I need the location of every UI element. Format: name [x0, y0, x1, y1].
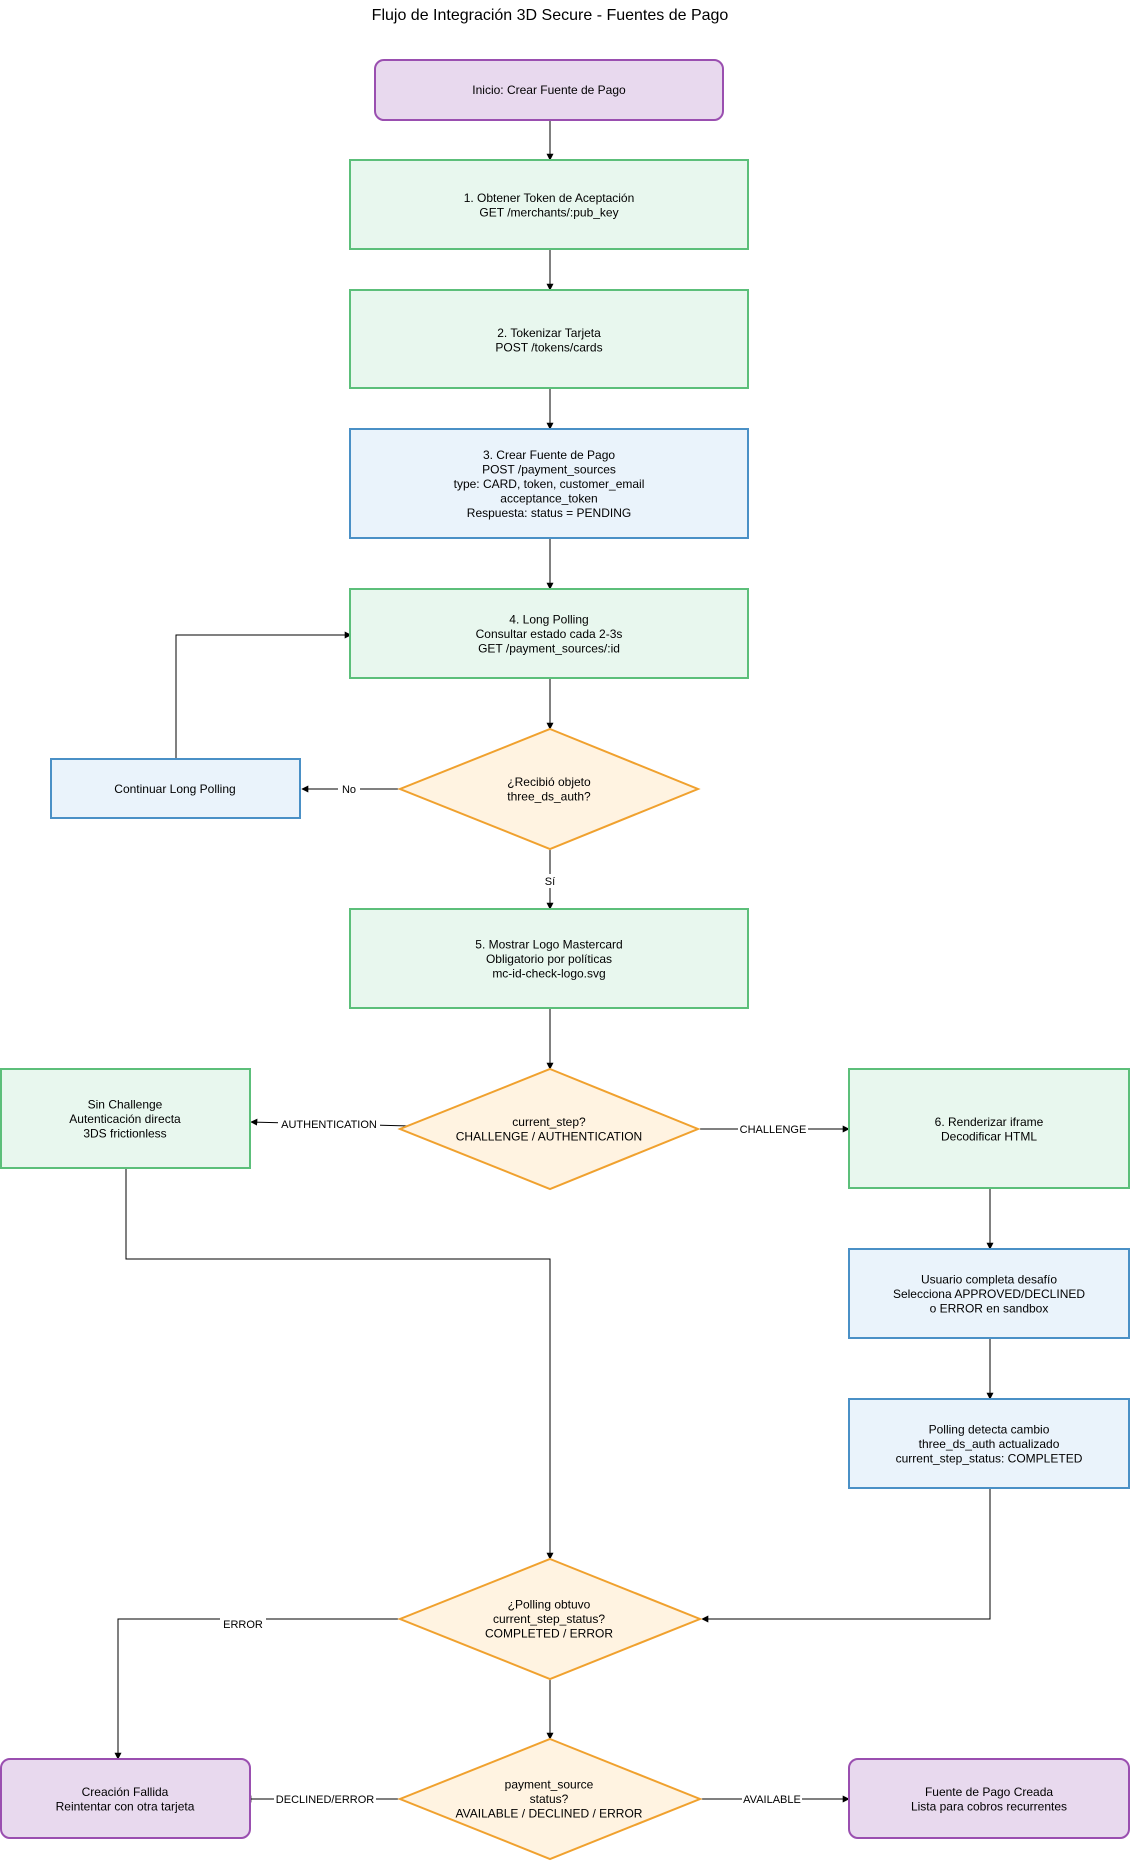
node-text-line: 1. Obtener Token de Aceptación — [464, 191, 635, 205]
node-continue-polling: Continuar Long Polling — [50, 758, 301, 819]
node-text-line: 4. Long Polling — [509, 613, 588, 627]
node-text-line: ¿Polling obtuvo — [508, 1598, 591, 1612]
node-text-line: current_step_status: COMPLETED — [896, 1452, 1083, 1466]
node-text-line: type: CARD, token, customer_email — [454, 477, 645, 491]
node-text-line: CHALLENGE / AUTHENTICATION — [456, 1129, 642, 1143]
node-text-line: status? — [530, 1792, 569, 1806]
node-text-line: current_step_status? — [493, 1612, 605, 1626]
label-authentication: AUTHENTICATION — [281, 1119, 377, 1131]
node-text-line: 2. Tokenizar Tarjeta — [497, 326, 601, 340]
node-text-line: Respuesta: status = PENDING — [467, 506, 631, 520]
node-text-line: payment_source — [505, 1778, 594, 1792]
node-text-line: three_ds_auth actualizado — [919, 1437, 1060, 1451]
node-text-line: Selecciona APPROVED/DECLINED — [893, 1287, 1085, 1301]
node-text-line: Continuar Long Polling — [114, 782, 235, 796]
label-available: AVAILABLE — [743, 1794, 801, 1806]
node-text-line: o ERROR en sandbox — [930, 1302, 1049, 1316]
node-text-line: POST /payment_sources — [482, 463, 616, 477]
edge-labels: No Sí AUTHENTICATION CHALLENGE ERROR DEC… — [220, 782, 808, 1806]
node-text-line: Sin Challenge — [88, 1098, 163, 1112]
node-continue-polling-text: Continuar Long Polling — [114, 782, 235, 796]
node-text-line: Fuente de Pago Creada — [925, 1785, 1053, 1799]
edge-polling-decision-status — [701, 1489, 991, 1623]
nodes: Inicio: Crear Fuente de Pago 1. Obtener … — [0, 59, 1130, 1861]
node-start-text: Inicio: Crear Fuente de Pago — [472, 83, 626, 97]
node-text-line: Reintentar con otra tarjeta — [56, 1799, 195, 1813]
node-text-line: 3. Crear Fuente de Pago — [483, 448, 615, 462]
node-text-line: COMPLETED / ERROR — [485, 1627, 613, 1641]
node-text-line: three_ds_auth? — [507, 789, 591, 803]
node-text-line: Decodificar HTML — [941, 1129, 1037, 1143]
node-text-line: Polling detecta cambio — [929, 1423, 1050, 1437]
node-text-line: Autenticación directa — [69, 1112, 181, 1126]
edge-continue-step4 — [175, 631, 352, 759]
node-text-line: 6. Renderizar iframe — [935, 1115, 1044, 1129]
node-text-line: 3DS frictionless — [83, 1127, 166, 1141]
node-text-line: current_step? — [512, 1115, 586, 1129]
diagram-title: Flujo de Integración 3D Secure - Fuentes… — [372, 7, 729, 24]
node-decision-step: current_step?CHALLENGE / AUTHENTICATION — [397, 1067, 701, 1191]
label-challenge: CHALLENGE — [740, 1124, 807, 1136]
node-text-line: 5. Mostrar Logo Mastercard — [475, 938, 622, 952]
node-text-line: acceptance_token — [500, 492, 597, 506]
node-text-line: Consultar estado cada 2-3s — [476, 627, 623, 641]
edge-nochallenge-decision-status — [125, 1169, 554, 1560]
label-declined-error: DECLINED/ERROR — [276, 1794, 374, 1806]
node-start: Inicio: Crear Fuente de Pago — [374, 59, 724, 121]
label-no: No — [342, 784, 356, 796]
node-text-line: ¿Recibió objeto — [507, 775, 591, 789]
node-decision-step-text: current_step?CHALLENGE / AUTHENTICATION — [456, 1115, 642, 1144]
node-text-line: Usuario completa desafío — [921, 1273, 1057, 1287]
edge-decision-status-failed — [114, 1618, 400, 1760]
node-text-line: AVAILABLE / DECLINED / ERROR — [456, 1807, 643, 1821]
label-error: ERROR — [223, 1619, 263, 1631]
node-text-line: Creación Fallida — [82, 1785, 169, 1799]
node-text-line: GET /merchants/:pub_key — [479, 205, 618, 219]
node-text-line: POST /tokens/cards — [495, 340, 602, 354]
node-text-line: GET /payment_sources/:id — [478, 642, 620, 656]
node-text-line: Obligatorio por políticas — [486, 952, 612, 966]
label-si: Sí — [545, 876, 555, 888]
node-text-line: Lista para cobros recurrentes — [911, 1799, 1067, 1813]
node-text-line: mc-id-check-logo.svg — [492, 967, 605, 981]
node-text-line: Inicio: Crear Fuente de Pago — [472, 83, 626, 97]
